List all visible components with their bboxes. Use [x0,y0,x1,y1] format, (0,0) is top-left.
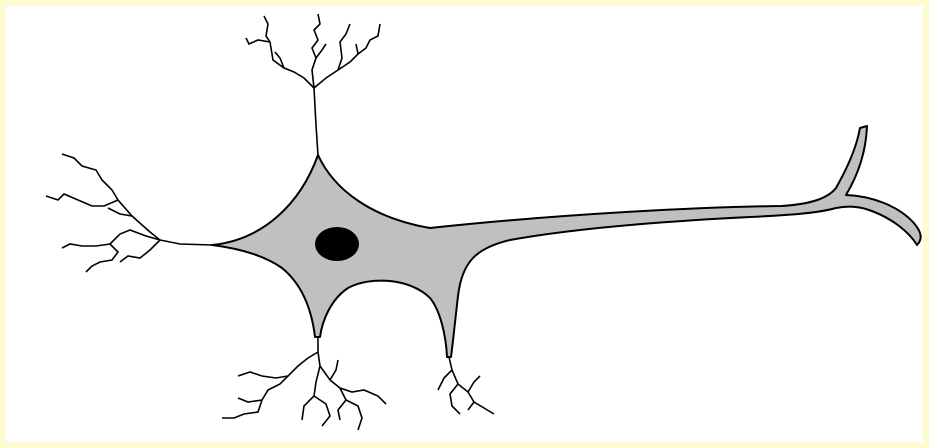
dendrite-left [46,154,212,272]
dendrite-bottom-left [222,337,386,430]
nucleus [315,227,359,261]
dendrite-bottom-right [438,357,494,414]
dendrite-top [246,14,380,155]
